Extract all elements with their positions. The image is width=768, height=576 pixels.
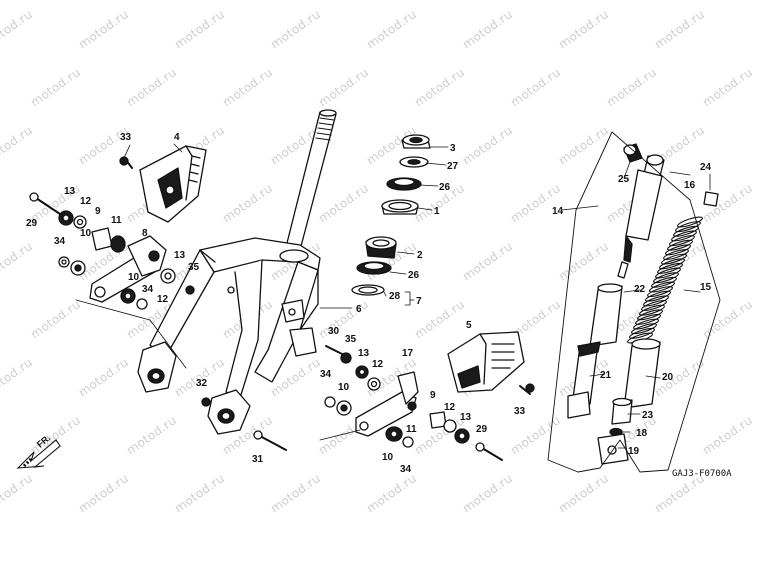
callout-34a: 34 bbox=[54, 236, 66, 247]
callout-11b: 11 bbox=[406, 424, 417, 435]
link-assembly-upper bbox=[29, 156, 195, 310]
callout-26a: 26 bbox=[439, 182, 451, 193]
spring-coil bbox=[637, 309, 663, 321]
link-assembly-lower bbox=[201, 345, 535, 461]
callout-31: 31 bbox=[252, 454, 264, 465]
callout-8: 8 bbox=[142, 228, 148, 239]
spring-coil bbox=[655, 267, 681, 279]
spring-coil bbox=[633, 318, 659, 330]
callout-9b: 9 bbox=[430, 390, 436, 401]
spring-coil bbox=[641, 300, 667, 311]
callout-13b: 13 bbox=[174, 250, 186, 261]
callout-13c: 13 bbox=[358, 348, 370, 359]
spring-coil bbox=[651, 276, 677, 288]
spring-coil bbox=[665, 244, 691, 256]
assembly-outline-14 bbox=[547, 131, 721, 473]
callout-29a: 29 bbox=[26, 218, 38, 229]
callout-18: 18 bbox=[636, 428, 648, 439]
callout-26b: 26 bbox=[408, 270, 420, 281]
steering-stem-fork bbox=[137, 109, 337, 435]
callout-20: 20 bbox=[662, 372, 674, 383]
spring-coil bbox=[635, 313, 661, 325]
callout-12a: 12 bbox=[80, 196, 92, 207]
callout-10c: 10 bbox=[338, 382, 350, 393]
callout-5: 5 bbox=[466, 320, 472, 331]
callout-13a: 13 bbox=[64, 186, 76, 197]
spring-coil bbox=[645, 290, 671, 302]
spring-coil bbox=[639, 304, 665, 316]
callout-labels: 3 27 26 1 2 26 28 7 6 33 4 13 12 9 11 29… bbox=[26, 132, 712, 475]
spring-coil bbox=[675, 221, 701, 233]
callout-12d: 12 bbox=[444, 402, 456, 413]
cover-part-5 bbox=[447, 331, 525, 393]
callout-9a: 9 bbox=[95, 206, 101, 217]
spring-coil bbox=[661, 253, 687, 265]
callout-2: 2 bbox=[417, 250, 423, 261]
callout-25: 25 bbox=[618, 174, 630, 185]
callout-1: 1 bbox=[434, 206, 440, 217]
callout-19: 19 bbox=[628, 446, 640, 457]
callout-29b: 29 bbox=[476, 424, 488, 435]
callout-22: 22 bbox=[634, 284, 646, 295]
callout-12c: 12 bbox=[372, 359, 384, 370]
callout-3: 3 bbox=[450, 143, 456, 154]
callout-30: 30 bbox=[328, 326, 340, 337]
spring-coil bbox=[653, 272, 679, 284]
spring-coil bbox=[671, 230, 697, 242]
callout-13d: 13 bbox=[460, 412, 472, 423]
shock-absorber bbox=[567, 143, 719, 465]
callout-34d: 34 bbox=[400, 464, 412, 475]
spring-coil bbox=[663, 249, 689, 260]
callout-10b: 10 bbox=[128, 272, 140, 283]
callout-16: 16 bbox=[684, 180, 696, 191]
callout-10d: 10 bbox=[382, 452, 394, 463]
drawing-code: GAJ3-F0700A bbox=[672, 469, 732, 479]
callout-12b: 12 bbox=[157, 294, 169, 305]
spring-coil bbox=[647, 286, 673, 298]
callout-23: 23 bbox=[642, 410, 654, 421]
callout-15: 15 bbox=[700, 282, 712, 293]
callout-4: 4 bbox=[174, 132, 180, 143]
callout-35b: 35 bbox=[345, 334, 357, 345]
spring-coil bbox=[643, 295, 669, 307]
head-bearing-upper-stack bbox=[381, 134, 431, 215]
callout-11a: 11 bbox=[111, 215, 122, 226]
spring-coil bbox=[649, 281, 675, 293]
head-bearing-lower-stack bbox=[351, 236, 397, 296]
cover-part-4 bbox=[139, 145, 207, 223]
spring-coil bbox=[631, 323, 657, 335]
callout-17: 17 bbox=[402, 348, 414, 359]
spring-coil bbox=[657, 262, 683, 274]
spring-coil bbox=[659, 258, 685, 270]
callout-21: 21 bbox=[600, 370, 612, 381]
spring-coil bbox=[677, 216, 703, 228]
callout-24: 24 bbox=[700, 162, 712, 173]
callout-33b: 33 bbox=[514, 406, 526, 417]
callout-14: 14 bbox=[552, 206, 564, 217]
spring-coil bbox=[667, 239, 693, 251]
callout-6: 6 bbox=[356, 304, 362, 315]
callout-34b: 34 bbox=[142, 284, 154, 295]
callout-27: 27 bbox=[447, 161, 459, 172]
callout-32: 32 bbox=[196, 378, 208, 389]
callout-28: 28 bbox=[389, 291, 401, 302]
leader-lines bbox=[75, 143, 711, 449]
callout-33a: 33 bbox=[120, 132, 132, 143]
callout-10a: 10 bbox=[80, 228, 92, 239]
callout-7: 7 bbox=[416, 296, 422, 307]
spring-coil bbox=[669, 235, 695, 247]
front-direction-arrow: FR. bbox=[16, 433, 61, 469]
callout-34c: 34 bbox=[320, 369, 332, 380]
callout-35a: 35 bbox=[188, 262, 200, 273]
spring-coil bbox=[629, 327, 655, 339]
